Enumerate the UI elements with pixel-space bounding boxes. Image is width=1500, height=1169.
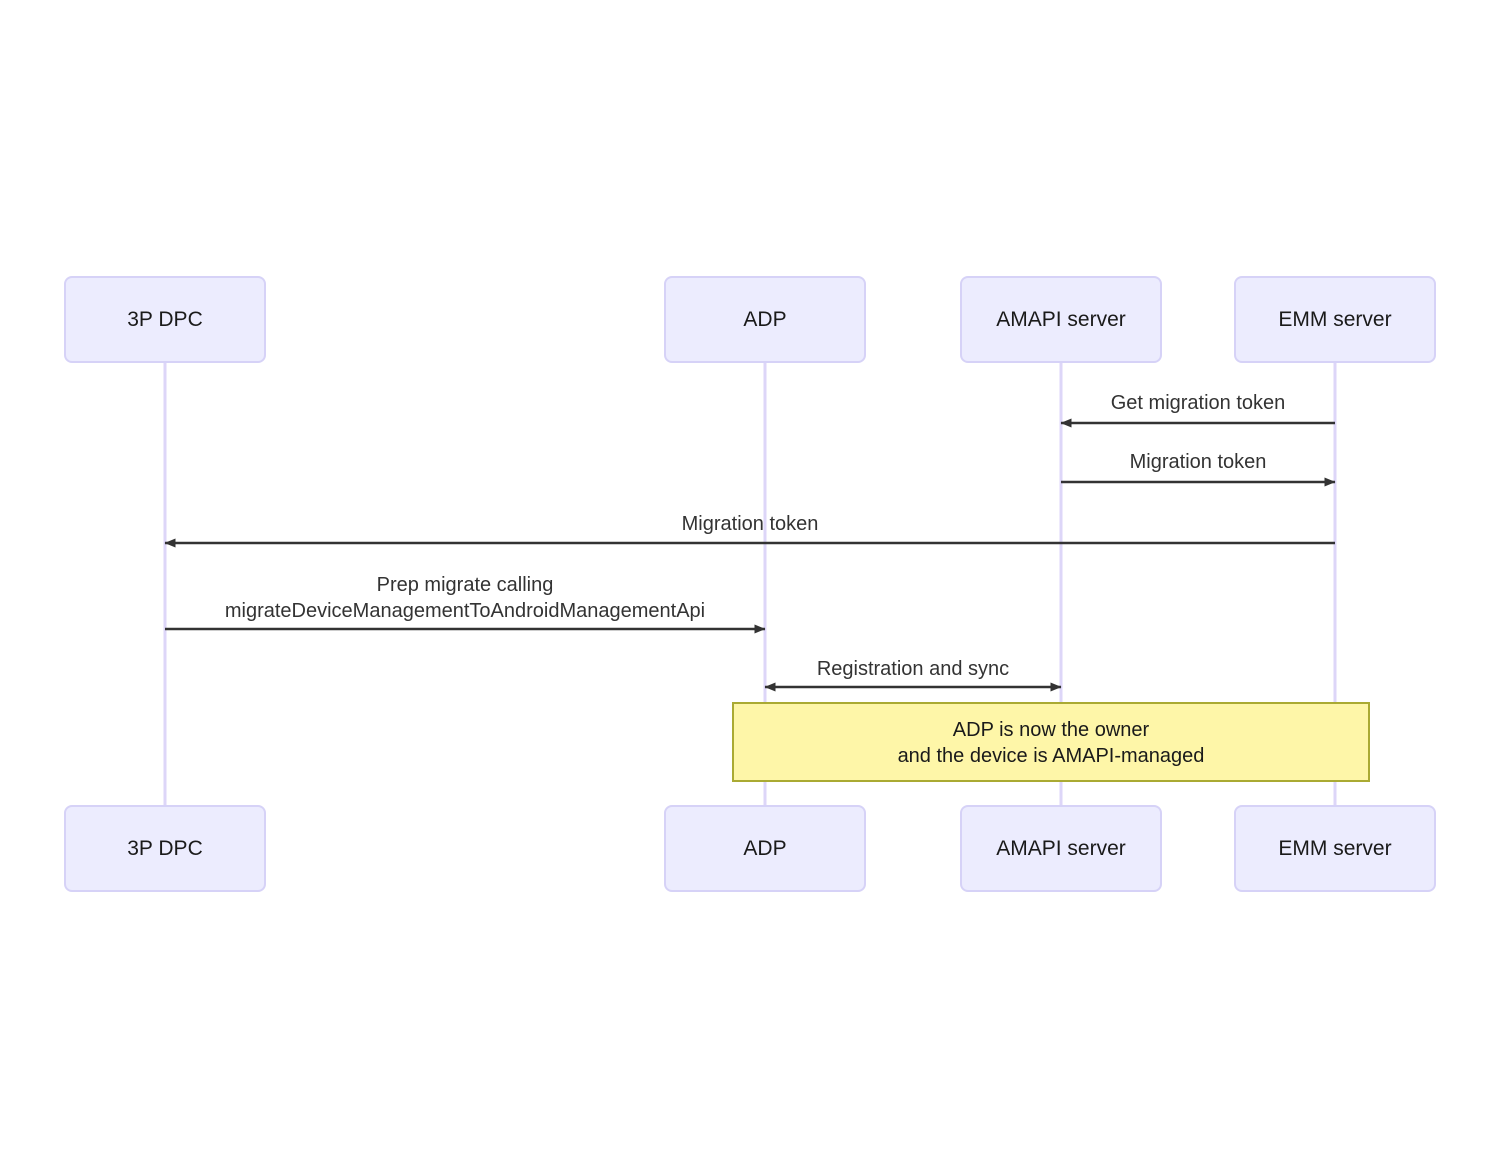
- participant-top-dpc[interactable]: 3P DPC: [64, 276, 266, 363]
- message-m5[interactable]: Registration and sync: [764, 658, 1062, 692]
- participant-bottom-adp[interactable]: ADP: [664, 805, 866, 892]
- notes-layer: ADP is now the owner and the device is AM…: [732, 702, 1370, 782]
- participant-label: ADP: [743, 837, 786, 860]
- participant-label: AMAPI server: [996, 308, 1126, 331]
- message-m4[interactable]: Prep migrate calling migrateDeviceManagem…: [165, 574, 766, 634]
- message-m1[interactable]: Get migration token: [1060, 392, 1335, 428]
- participant-box: [664, 276, 866, 363]
- participant-label: 3P DPC: [127, 837, 202, 860]
- message-label-line: Get migration token: [1111, 392, 1286, 414]
- participant-label: EMM server: [1278, 837, 1391, 860]
- participant-box: [960, 276, 1162, 363]
- participant-bottom-amapi[interactable]: AMAPI server: [960, 805, 1162, 892]
- participant-label: EMM server: [1278, 308, 1391, 331]
- message-label: Migration token: [682, 513, 819, 535]
- message-label-line: Migration token: [1130, 451, 1267, 473]
- message-label: Prep migrate calling migrateDeviceManagem…: [225, 574, 705, 622]
- participant-top-amapi[interactable]: AMAPI server: [960, 276, 1162, 363]
- note-text: ADP is now the owner and the device is AM…: [898, 719, 1205, 767]
- participant-bottom-emm[interactable]: EMM server: [1234, 805, 1436, 892]
- message-label-line: Migration token: [682, 513, 819, 535]
- message-m3[interactable]: Migration token: [164, 513, 1335, 548]
- participant-box: [960, 805, 1162, 892]
- participant-box: [664, 805, 866, 892]
- participant-box: [1234, 276, 1436, 363]
- note-box: [732, 702, 1370, 782]
- message-label-line: Registration and sync: [817, 658, 1009, 680]
- note-n1[interactable]: ADP is now the owner and the device is AM…: [732, 702, 1370, 782]
- participant-box: [64, 276, 266, 363]
- participant-label: 3P DPC: [127, 308, 202, 331]
- participant-top-emm[interactable]: EMM server: [1234, 276, 1436, 363]
- participant-top-adp[interactable]: ADP: [664, 276, 866, 363]
- note-text-line: ADP is now the owner: [953, 719, 1150, 741]
- message-label-line: Prep migrate calling: [377, 574, 554, 596]
- message-label: Get migration token: [1111, 392, 1286, 414]
- participant-bottom-dpc[interactable]: 3P DPC: [64, 805, 266, 892]
- participant-label: ADP: [743, 308, 786, 331]
- note-text-line: and the device is AMAPI-managed: [898, 745, 1205, 767]
- message-m2[interactable]: Migration token: [1061, 451, 1336, 487]
- message-label: Registration and sync: [817, 658, 1009, 680]
- participant-box: [64, 805, 266, 892]
- participant-label: AMAPI server: [996, 837, 1126, 860]
- message-label: Migration token: [1130, 451, 1267, 473]
- participant-box: [1234, 805, 1436, 892]
- message-label-line: migrateDeviceManagementToAndroidManageme…: [225, 600, 705, 622]
